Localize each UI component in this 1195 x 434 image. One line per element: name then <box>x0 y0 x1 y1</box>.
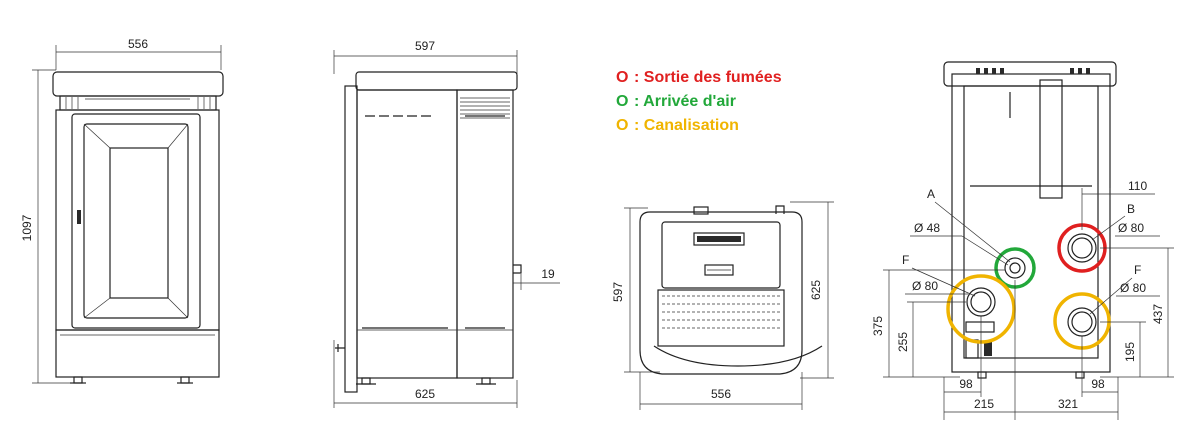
legend-symbol-green: O <box>616 93 628 110</box>
front-view: 556 1097 <box>20 37 224 384</box>
front-door-handle <box>77 210 81 224</box>
air-inlet-port <box>1004 257 1026 279</box>
label-321: 321 <box>1058 397 1078 411</box>
top-view: 597 625 556 <box>611 201 834 410</box>
top-height-label: 625 <box>809 280 823 300</box>
label-195: 195 <box>1123 342 1137 362</box>
legend: O : Sortie des fumées O : Arrivée d'air … <box>616 69 782 134</box>
label-98-right: 98 <box>1091 377 1105 391</box>
rear-view: A Ø 48 B Ø 80 110 F Ø 80 F Ø 80 375 255 … <box>871 61 1174 420</box>
front-base <box>55 329 220 378</box>
side-view: 597 19 625 <box>333 39 560 408</box>
label-a: A <box>927 187 935 201</box>
label-215: 215 <box>974 397 994 411</box>
rear-bracket <box>1039 79 1063 199</box>
front-width-label: 556 <box>128 37 148 51</box>
label-110: 110 <box>1128 179 1147 193</box>
top-width-label: 556 <box>711 387 731 401</box>
side-offset-label: 19 <box>541 267 555 281</box>
front-door <box>71 113 201 329</box>
label-b: B <box>1127 202 1135 216</box>
front-top-cap <box>52 71 224 97</box>
label-d48: Ø 48 <box>914 221 940 235</box>
legend-symbol-red: O <box>616 69 628 86</box>
side-rear-panel <box>456 89 514 379</box>
label-255: 255 <box>896 332 910 352</box>
label-f-left: F <box>902 253 909 267</box>
label-98-left: 98 <box>959 377 973 391</box>
label-f-right: F <box>1134 263 1141 277</box>
side-top-label: 597 <box>415 39 435 53</box>
top-outer-shell <box>639 211 803 375</box>
legend-symbol-yellow: O <box>616 117 628 134</box>
side-panel <box>356 89 458 379</box>
label-d80-f-left: Ø 80 <box>912 279 938 293</box>
label-375: 375 <box>871 316 885 336</box>
legend-item-ducting: : Canalisation <box>634 117 739 134</box>
top-grille <box>657 289 785 347</box>
front-glass-window <box>109 147 169 299</box>
front-height-label: 1097 <box>20 214 34 241</box>
side-top-cap <box>355 71 518 91</box>
top-depth-label: 597 <box>611 282 625 302</box>
label-437: 437 <box>1151 304 1165 324</box>
label-d80-f-right: Ø 80 <box>1120 281 1146 295</box>
rear-body <box>951 73 1111 373</box>
legend-item-smoke-outlet: : Sortie des fumées <box>634 69 782 86</box>
legend-item-air-inlet: : Arrivée d'air <box>634 93 736 110</box>
top-lid <box>661 221 781 289</box>
smoke-outlet-port <box>1067 233 1097 263</box>
label-d80-b: Ø 80 <box>1118 221 1144 235</box>
side-bottom-label: 625 <box>415 387 435 401</box>
